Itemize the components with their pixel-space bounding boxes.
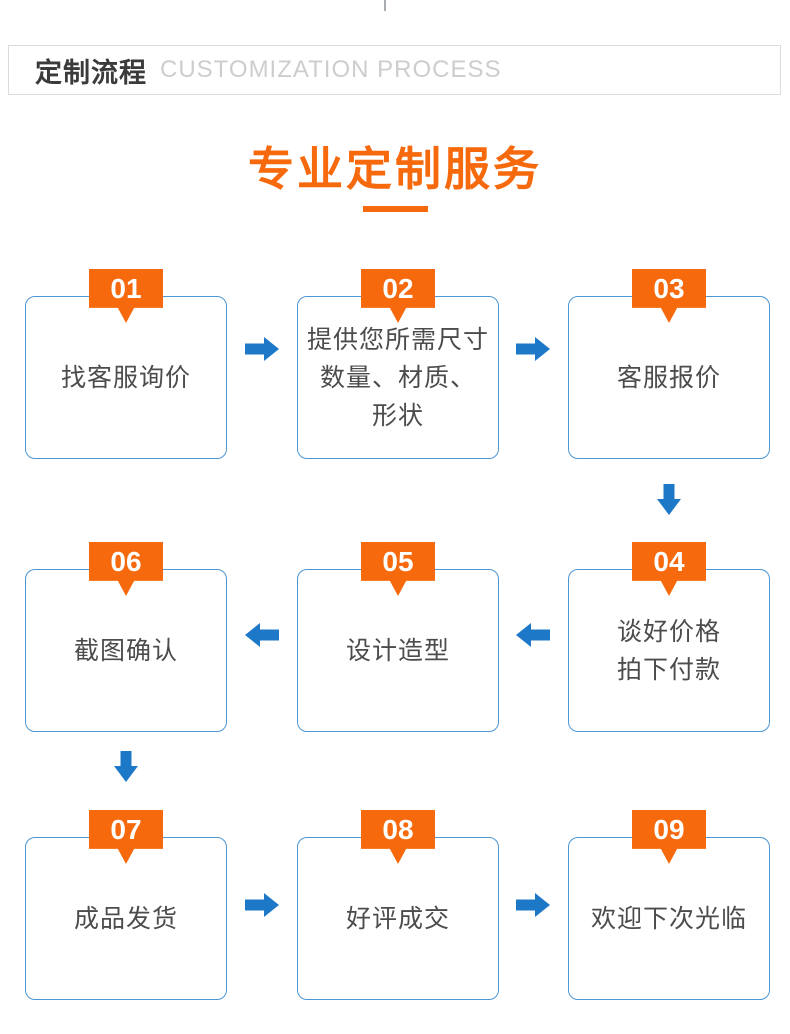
step-box-09: 09 欢迎下次光临 <box>568 810 770 1000</box>
step-badge-07: 07 <box>89 810 163 864</box>
step-label: 谈好价格 拍下付款 <box>616 617 721 684</box>
arrow-left-icon <box>245 623 279 647</box>
step-badge-06: 06 <box>89 542 163 596</box>
step-badge-05: 05 <box>361 542 435 596</box>
top-divider-tick <box>384 0 386 11</box>
step-badge-03: 03 <box>632 269 706 323</box>
page-title: 专业定制服务 <box>248 143 542 195</box>
arrow-right-icon <box>516 337 550 361</box>
arrow-right-icon <box>516 893 550 917</box>
step-number: 03 <box>653 273 685 304</box>
step-box-05: 05 设计造型 <box>297 542 499 732</box>
step-label: 设计造型 <box>345 636 450 665</box>
step-label: 找客服询价 <box>60 363 191 392</box>
section-title-en: CUSTOMIZATION PROCESS <box>160 56 502 83</box>
step-label: 提供您所需尺寸 数量、材质、 形状 <box>306 325 489 430</box>
step-number: 02 <box>382 273 414 304</box>
step-box-03: 03 客服报价 <box>568 269 770 459</box>
step-badge-02: 02 <box>361 269 435 323</box>
step-label: 客服报价 <box>616 363 721 392</box>
arrow-right-icon <box>245 337 279 361</box>
step-label: 欢迎下次光临 <box>590 904 747 933</box>
step-box-06: 06 截图确认 <box>25 542 227 732</box>
step-number: 05 <box>382 546 414 577</box>
step-label: 好评成交 <box>345 904 450 933</box>
arrow-down-icon <box>114 751 138 782</box>
step-number: 01 <box>110 273 142 304</box>
step-box-04: 04 谈好价格 拍下付款 <box>568 542 770 732</box>
arrow-right-icon <box>245 893 279 917</box>
title-underline <box>363 206 428 212</box>
step-label: 截图确认 <box>73 636 178 665</box>
step-number: 09 <box>653 814 685 845</box>
arrow-down-icon <box>657 484 681 515</box>
arrow-left-icon <box>516 623 550 647</box>
step-number: 07 <box>110 814 142 845</box>
step-badge-01: 01 <box>89 269 163 323</box>
step-number: 08 <box>382 814 414 845</box>
step-badge-04: 04 <box>632 542 706 596</box>
step-label: 成品发货 <box>73 904 178 933</box>
section-title-cn: 定制流程 <box>35 57 147 88</box>
step-badge-09: 09 <box>632 810 706 864</box>
step-number: 06 <box>110 546 142 577</box>
step-box-07: 07 成品发货 <box>25 810 227 1000</box>
step-box-02: 02 提供您所需尺寸 数量、材质、 形状 <box>297 269 499 459</box>
step-number: 04 <box>653 546 685 577</box>
step-badge-08: 08 <box>361 810 435 864</box>
step-box-08: 08 好评成交 <box>297 810 499 1000</box>
step-box-01: 01 找客服询价 <box>25 269 227 459</box>
section-header: 定制流程 CUSTOMIZATION PROCESS <box>8 45 781 95</box>
